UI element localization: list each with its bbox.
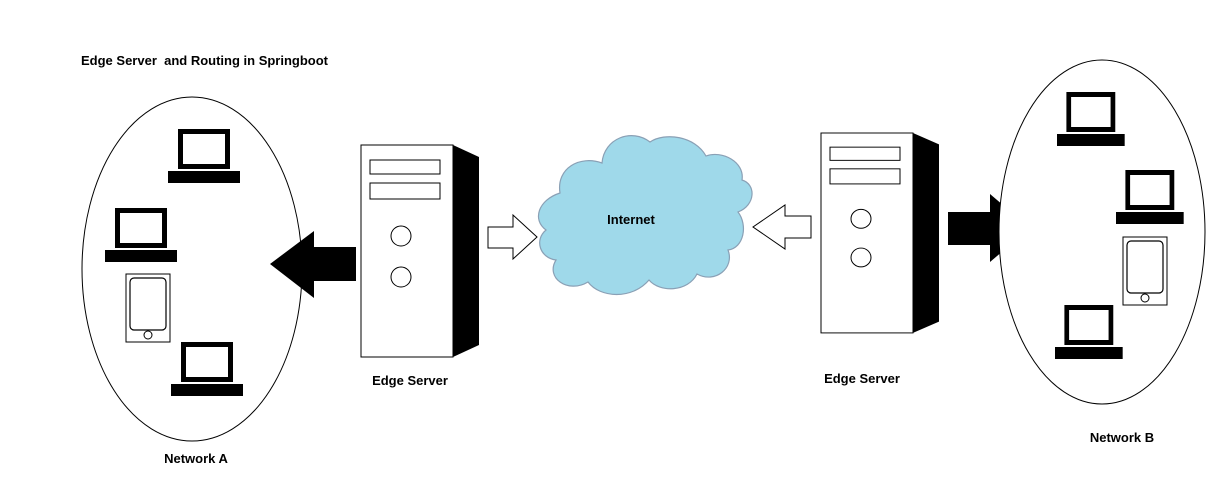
network-a: Network A: [81, 96, 303, 466]
server-tower-icon: [820, 132, 940, 334]
arrow-to-internet-right: [752, 204, 812, 250]
phone-icon: [1122, 236, 1168, 306]
server-tower-icon: [360, 144, 480, 358]
monitor-icon: [168, 129, 240, 183]
phone-icon: [125, 273, 171, 343]
network-a-label: Network A: [164, 451, 228, 466]
network-b: Network B: [998, 59, 1206, 445]
monitor-icon: [1055, 305, 1123, 359]
cloud-icon: [537, 135, 753, 295]
monitor-icon: [105, 208, 177, 262]
monitor-icon: [1116, 170, 1184, 224]
diagram-title: Edge Server and Routing in Springboot: [81, 53, 329, 68]
monitor-icon: [171, 342, 243, 396]
edge-server-right: Edge Server: [820, 132, 940, 386]
arrow-to-internet-left: [487, 213, 538, 261]
internet-label: Internet: [607, 212, 655, 227]
edge-server-right-label: Edge Server: [824, 371, 900, 386]
network-b-boundary: [998, 59, 1206, 405]
edge-server-left: Edge Server: [360, 144, 480, 388]
edge-server-left-label: Edge Server: [372, 373, 448, 388]
network-b-label: Network B: [1090, 430, 1154, 445]
monitor-icon: [1057, 92, 1125, 146]
internet-cloud: Internet: [537, 135, 753, 295]
arrow-to-network-a: [270, 231, 356, 298]
